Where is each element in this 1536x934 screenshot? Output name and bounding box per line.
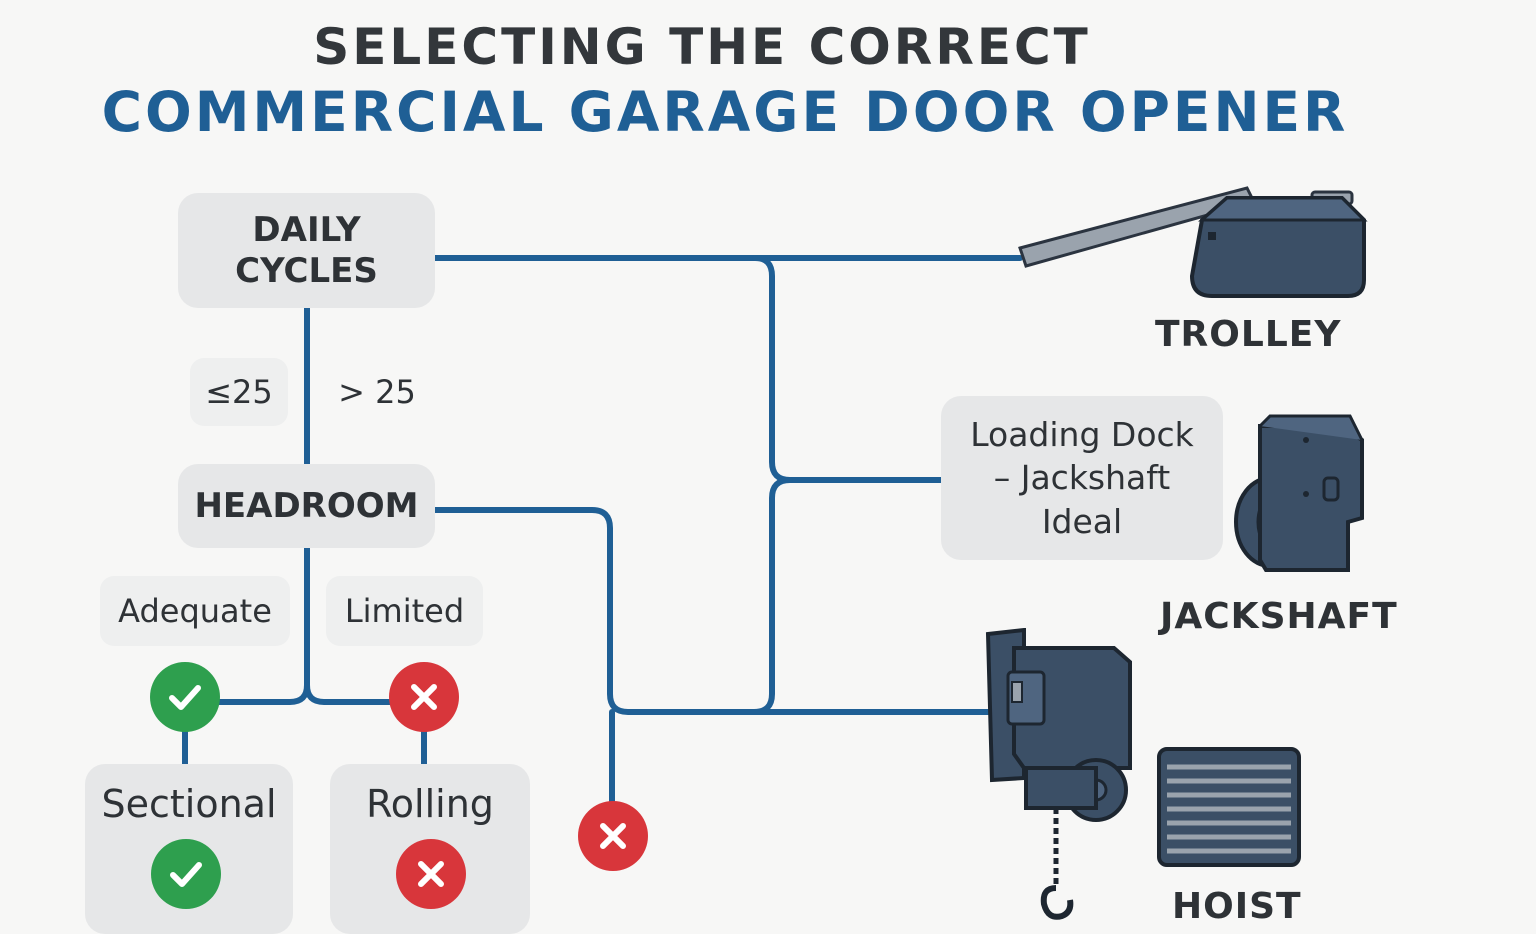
trolley-opener-icon xyxy=(1018,186,1368,298)
line-trunk-lower xyxy=(751,477,793,715)
title-line-1: SELECTING THE CORRECT xyxy=(313,18,1091,76)
hoist-opener-icon xyxy=(985,628,1132,920)
gt25-label-box: > 25 xyxy=(328,358,426,426)
le25-label-box: ≤25 xyxy=(190,358,288,426)
loading-dock-box: Loading Dock – Jackshaft Ideal xyxy=(941,396,1223,560)
headroom-label: HEADROOM xyxy=(194,486,419,526)
rolling-door-icon xyxy=(1157,747,1301,867)
limited-label: Limited xyxy=(344,592,465,630)
cross-icon xyxy=(389,662,459,732)
rolling-label: Rolling xyxy=(366,782,494,826)
cross-icon xyxy=(396,839,466,909)
check-icon xyxy=(151,839,221,909)
line-headroom-to-hoist xyxy=(432,507,993,715)
check-icon xyxy=(150,662,220,732)
cross-icon xyxy=(578,801,648,871)
adequate-box: Adequate xyxy=(100,576,290,646)
sectional-box: Sectional xyxy=(85,764,293,934)
limited-box: Limited xyxy=(326,576,483,646)
trolley-label: TROLLEY xyxy=(1155,314,1342,355)
title-line-2: COMMERCIAL GARAGE DOOR OPENER xyxy=(101,80,1349,144)
rolling-box: Rolling xyxy=(330,764,530,934)
jackshaft-label: JACKSHAFT xyxy=(1160,596,1398,637)
headroom-box: HEADROOM xyxy=(178,464,435,548)
line-trunk-upper xyxy=(752,255,945,483)
daily-cycles-box: DAILY CYCLES xyxy=(178,193,435,308)
adequate-label: Adequate xyxy=(118,592,272,630)
daily-cycles-label: DAILY CYCLES xyxy=(235,209,378,291)
le25-label: ≤25 xyxy=(205,373,273,411)
jackshaft-opener-icon xyxy=(1234,414,1364,572)
line-headroom-right xyxy=(304,682,395,705)
gt25-label: > 25 xyxy=(338,373,416,411)
loading-dock-label: Loading Dock – Jackshaft Ideal xyxy=(970,414,1194,541)
hoist-label: HOIST xyxy=(1172,886,1302,927)
sectional-label: Sectional xyxy=(101,782,277,826)
